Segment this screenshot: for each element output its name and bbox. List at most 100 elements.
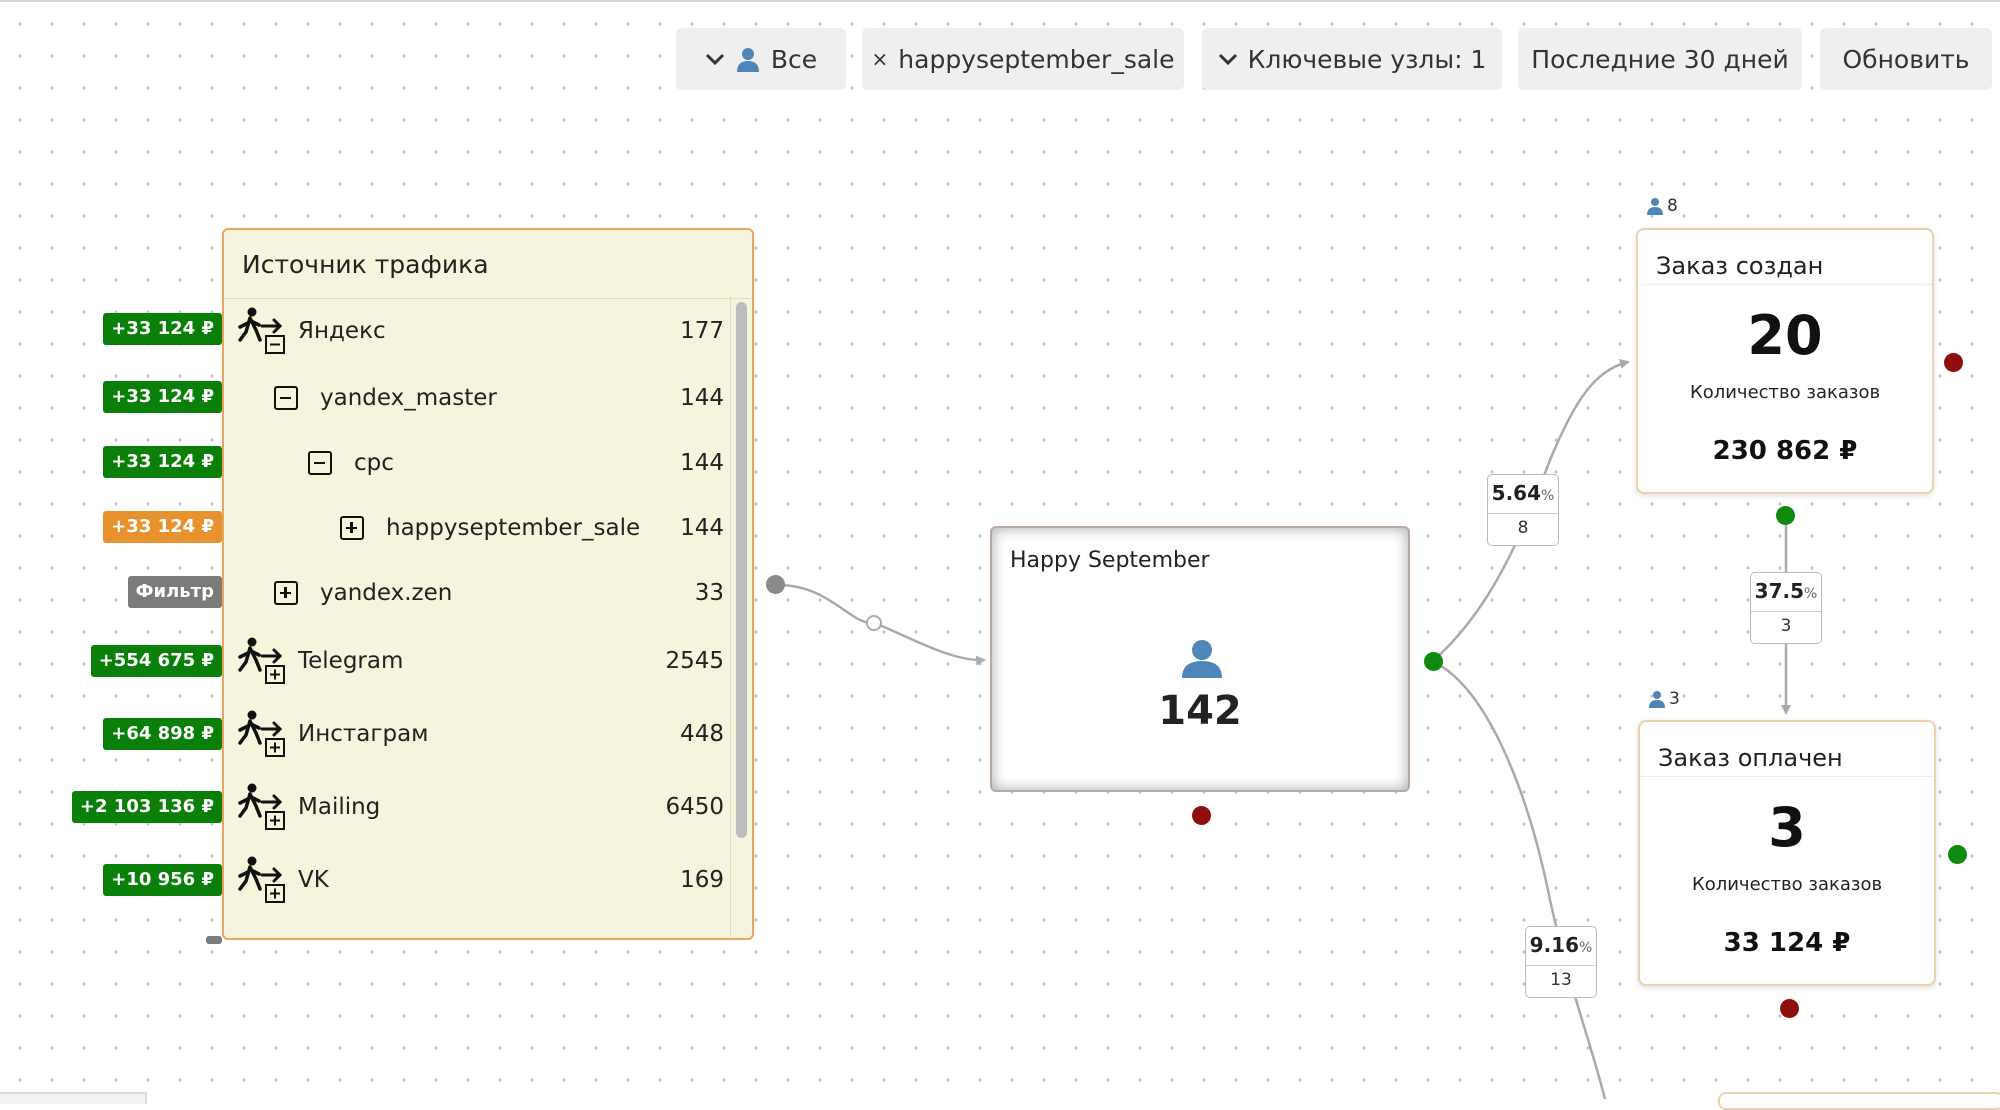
edge-count: 13	[1550, 970, 1572, 990]
key-nodes-dropdown[interactable]: Ключевые узлы: 1	[1202, 28, 1502, 90]
badge-partial	[206, 936, 222, 944]
edge-label-to-created[interactable]: 5.64% 8	[1487, 474, 1559, 546]
edge-label-created-to-paid[interactable]: 37.5% 3	[1750, 572, 1822, 644]
failure-connector[interactable]	[1780, 999, 1799, 1018]
segment-dropdown[interactable]: Все	[676, 28, 846, 90]
success-connector[interactable]	[1948, 845, 1967, 864]
top-border	[0, 0, 2000, 2]
filter-tag[interactable]: × happyseptember_sale	[862, 28, 1184, 90]
list-item[interactable]: Инстаграм 448	[224, 709, 724, 759]
collapse-icon[interactable]	[274, 386, 298, 410]
refresh-button[interactable]: Обновить	[1820, 28, 1992, 90]
traffic-source-icon	[238, 856, 285, 903]
list-item[interactable]: Telegram 2545	[224, 636, 724, 686]
order-created-node[interactable]: Заказ создан 20 Количество заказов 230 8…	[1636, 228, 1934, 494]
node-users-count: 3	[1669, 689, 1680, 709]
segment-label: Все	[770, 44, 818, 74]
chevron-down-icon	[705, 53, 724, 66]
edge-percent: 37.5	[1754, 579, 1805, 603]
user-icon	[1182, 640, 1222, 678]
list-item[interactable]: Mailing 6450	[224, 782, 724, 832]
source-count: 6450	[665, 794, 724, 820]
list-item[interactable]: yandex.zen 33	[224, 568, 724, 618]
revenue-badge: +33 124 ₽	[103, 381, 222, 413]
output-connector[interactable]	[766, 575, 785, 594]
source-label: cpc	[354, 450, 394, 476]
edge-percent: 9.16	[1529, 933, 1580, 957]
source-label: Telegram	[298, 648, 404, 674]
source-count: 144	[680, 385, 724, 411]
edge-hs-to-next	[1433, 660, 1607, 1099]
failure-connector[interactable]	[1944, 353, 1963, 372]
node-sum: 33 124 ₽	[1723, 928, 1851, 958]
list-item[interactable]: happyseptember_sale 144	[224, 503, 724, 553]
close-icon[interactable]: ×	[871, 47, 889, 71]
revenue-badge: +33 124 ₽	[103, 511, 222, 543]
toolbar: Все × happyseptember_sale Ключевые узлы:…	[0, 28, 2000, 90]
list-item[interactable]: cpc 144	[224, 438, 724, 488]
source-label: Яндекс	[298, 318, 386, 344]
user-icon	[736, 48, 759, 72]
edge-label-divider	[1526, 965, 1596, 966]
source-label: Mailing	[298, 794, 381, 820]
revenue-badge: +2 103 136 ₽	[71, 791, 222, 823]
list-item[interactable]: yandex_master 144	[224, 373, 724, 423]
node-metric: Количество заказов	[1691, 874, 1883, 895]
period-button[interactable]: Последние 30 дней	[1518, 28, 1802, 90]
source-count: 448	[680, 721, 724, 747]
refresh-label: Обновить	[1842, 44, 1970, 74]
node-users: 3	[1648, 689, 1680, 709]
next-node-partial[interactable]	[1718, 1092, 2000, 1110]
revenue-badge: +33 124 ₽	[103, 446, 222, 478]
source-label: yandex_master	[320, 385, 497, 411]
collapse-icon[interactable]	[308, 451, 332, 475]
filter-badge[interactable]: Фильтр	[127, 576, 222, 608]
node-title: Заказ оплачен	[1658, 744, 1843, 772]
revenue-badge: +554 675 ₽	[90, 645, 222, 677]
list-item[interactable]: Яндекс 177	[224, 306, 724, 356]
filter-tag-label: happyseptember_sale	[898, 44, 1175, 74]
list-item[interactable]: VK 169	[224, 855, 724, 905]
node-metric: Количество заказов	[1689, 382, 1881, 403]
user-icon	[1649, 691, 1665, 708]
happy-september-node[interactable]: Happy September 142	[990, 526, 1410, 792]
edge-label-to-next[interactable]: 9.16% 13	[1525, 926, 1597, 998]
traffic-source-icon	[238, 783, 285, 830]
bottom-left-control-partial[interactable]	[0, 1092, 147, 1104]
node-user-count: 142	[1158, 688, 1242, 734]
expand-icon[interactable]	[274, 581, 298, 605]
percent-unit: %	[1804, 586, 1818, 602]
source-count: 169	[680, 867, 724, 893]
node-title: Happy September	[1010, 548, 1210, 573]
scrollbar-thumb[interactable]	[736, 302, 747, 838]
traffic-source-icon	[238, 307, 285, 354]
period-label: Последние 30 дней	[1531, 44, 1789, 74]
expand-icon[interactable]	[340, 516, 364, 540]
revenue-badge: +33 124 ₽	[103, 313, 222, 345]
source-label: VK	[298, 867, 329, 893]
percent-unit: %	[1579, 940, 1593, 956]
node-title: Заказ создан	[1656, 252, 1824, 280]
traffic-source-icon	[238, 710, 285, 757]
success-connector[interactable]	[1424, 652, 1443, 671]
revenue-badge: +10 956 ₽	[103, 864, 222, 896]
node-users: 8	[1646, 196, 1678, 216]
edge-label-divider	[1488, 513, 1558, 514]
source-count: 177	[680, 318, 724, 344]
node-sum: 230 862 ₽	[1712, 436, 1858, 466]
edge-count: 3	[1780, 616, 1792, 636]
source-label: Инстаграм	[298, 721, 429, 747]
source-count: 144	[680, 450, 724, 476]
edge-count: 8	[1517, 518, 1529, 538]
source-count: 33	[694, 580, 724, 606]
traffic-source-icon	[238, 637, 285, 684]
node-separator	[1640, 776, 1934, 777]
node-separator	[1638, 284, 1932, 285]
chevron-down-icon	[1218, 53, 1237, 66]
failure-connector[interactable]	[1192, 806, 1211, 825]
source-count: 2545	[665, 648, 724, 674]
scrollbar-track[interactable]	[730, 296, 752, 938]
success-connector[interactable]	[1776, 506, 1795, 525]
revenue-badge: +64 898 ₽	[103, 718, 222, 750]
order-paid-node[interactable]: Заказ оплачен 3 Количество заказов 33 12…	[1638, 720, 1936, 986]
